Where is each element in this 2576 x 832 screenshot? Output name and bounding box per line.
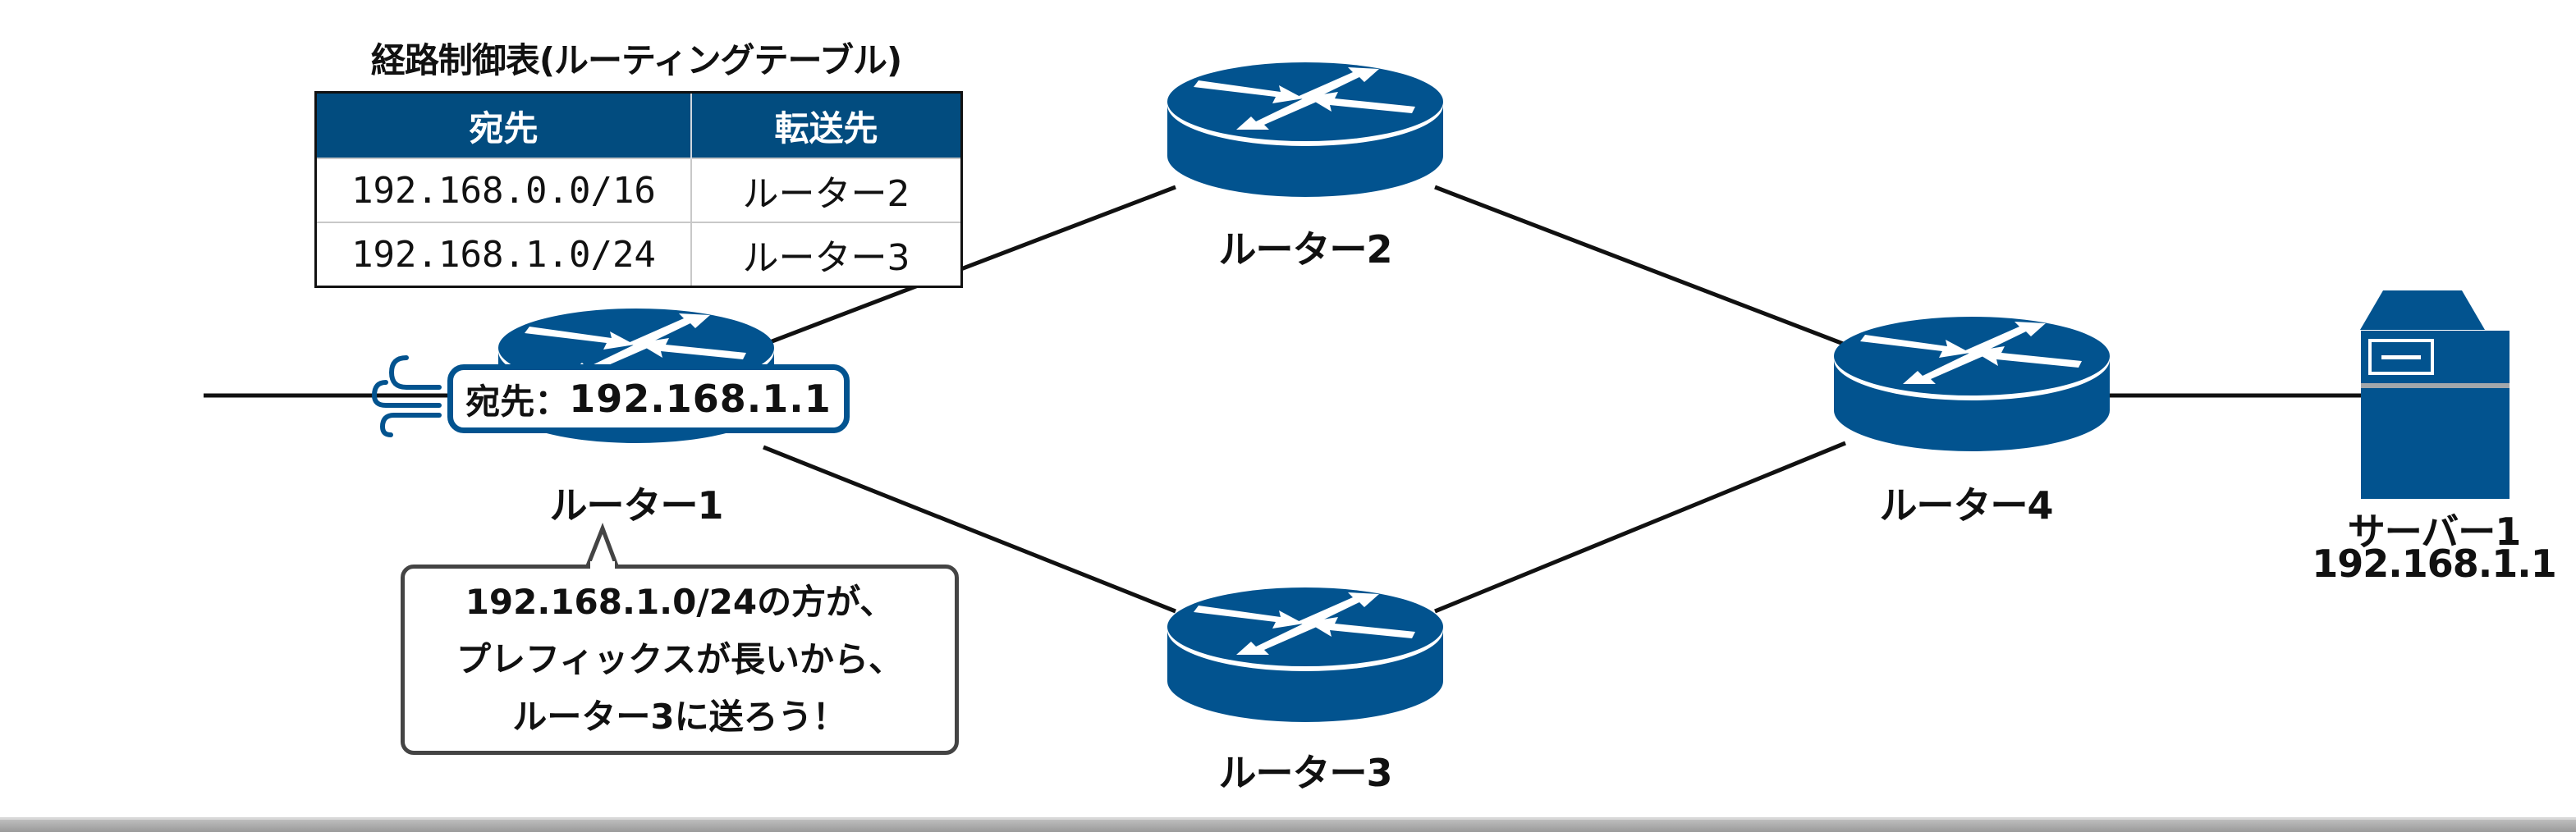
window-bottom-strip bbox=[0, 820, 2576, 832]
router2-icon bbox=[1167, 62, 1443, 197]
speech-bubble-line: プレフィックスが長いから、 bbox=[456, 639, 903, 679]
speech-bubble: 192.168.1.0/24の方が、 プレフィックスが長いから、 ルーター3に送… bbox=[401, 565, 959, 755]
cell-next-hop: ルーター2 bbox=[691, 158, 962, 222]
header-next-hop: 転送先 bbox=[691, 92, 962, 158]
packet-dest-label: 宛先： bbox=[465, 381, 570, 422]
speech-bubble-line: ルーター3に送ろう！ bbox=[512, 697, 847, 737]
routing-table-title: 経路制御表(ルーティングテーブル) bbox=[370, 40, 902, 80]
link-router1-router3 bbox=[763, 445, 1176, 614]
router3-label: ルーター3 bbox=[1218, 751, 1392, 795]
header-destination: 宛先 bbox=[315, 92, 692, 158]
speech-bubble-line: 192.168.1.0/24の方が、 bbox=[465, 582, 895, 622]
link-router1-router2 bbox=[763, 185, 1176, 347]
motion-lines-icon bbox=[371, 355, 442, 437]
router2-label: ルーター2 bbox=[1218, 227, 1392, 272]
link-router2-router4 bbox=[1434, 185, 1846, 347]
packet-label: 宛先： 192.168.1.1 bbox=[447, 364, 850, 433]
router3-icon bbox=[1167, 587, 1443, 722]
speech-bubble-tail bbox=[584, 523, 621, 570]
server1-label: サーバー1 bbox=[2347, 510, 2522, 554]
router4-label: ルーター4 bbox=[1879, 483, 2053, 528]
server1-icon bbox=[2360, 290, 2510, 499]
table-row: 192.168.0.0/16 ルーター2 bbox=[315, 158, 962, 222]
server1-ip: 192.168.1.1 bbox=[2312, 542, 2556, 586]
packet-dest-ip: 192.168.1.1 bbox=[569, 377, 832, 421]
cell-destination: 192.168.1.0/24 bbox=[315, 222, 692, 287]
cell-destination: 192.168.0.0/16 bbox=[315, 158, 692, 222]
router4-icon bbox=[1834, 317, 2110, 451]
cell-next-hop: ルーター3 bbox=[691, 222, 962, 287]
link-router3-router4 bbox=[1434, 441, 1846, 614]
routing-table: 宛先 転送先 192.168.0.0/16 ルーター2 192.168.1.0/… bbox=[314, 91, 963, 288]
router1-label: ルーター1 bbox=[549, 483, 723, 528]
table-row: 192.168.1.0/24 ルーター3 bbox=[315, 222, 962, 287]
